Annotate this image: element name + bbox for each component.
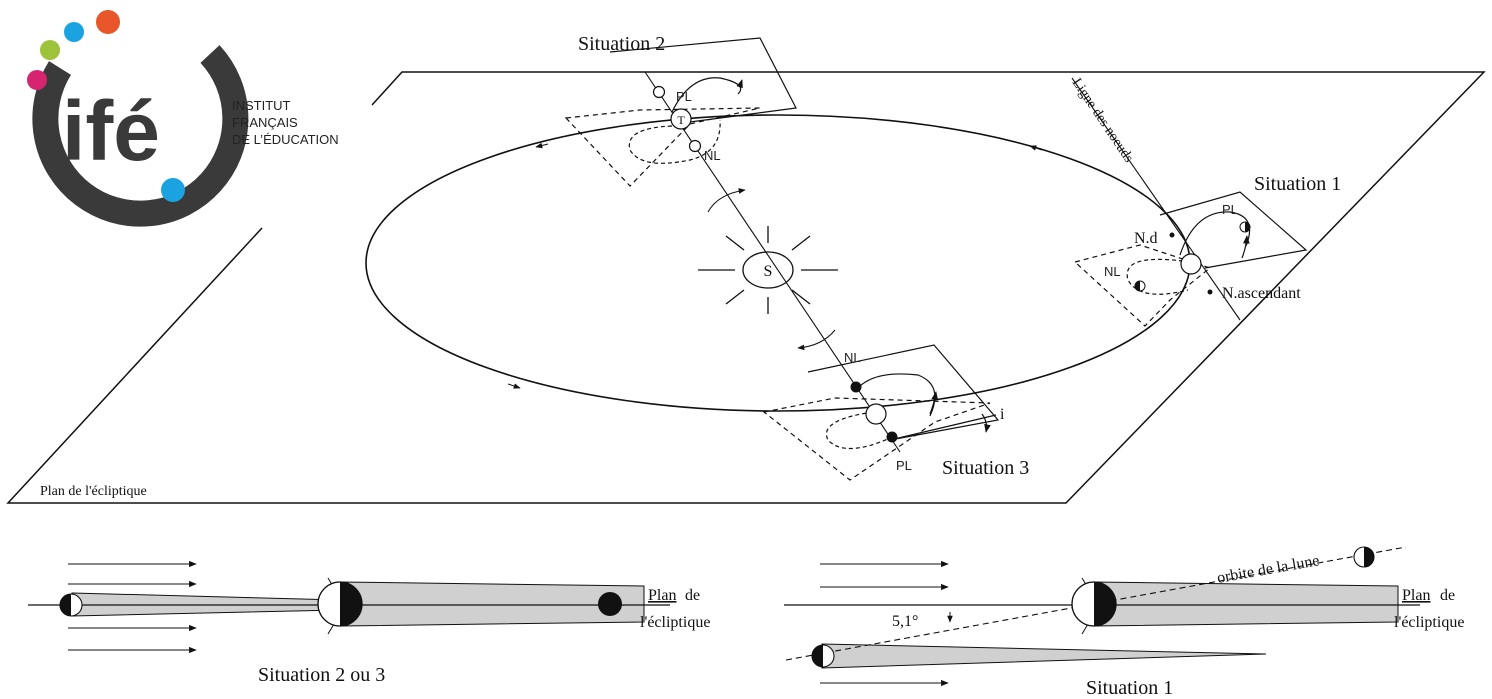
situation-1-pl: PL bbox=[1222, 202, 1238, 217]
logo-dot-green bbox=[40, 40, 60, 60]
situation-1-title: Situation 1 bbox=[1254, 173, 1341, 195]
rotation-arrow-bottom bbox=[797, 329, 836, 351]
situation-3-moon-pl bbox=[886, 431, 898, 443]
nodes-line-s1 bbox=[1071, 77, 1241, 321]
bottom-right-ecliptique: l'écliptique bbox=[1394, 614, 1464, 631]
logo-line1: INSTITUT bbox=[232, 98, 291, 113]
bottom-right-scheme bbox=[784, 546, 1420, 687]
bottom-left-plan: Plan bbox=[648, 587, 676, 604]
situation-3-pl: PL bbox=[896, 458, 912, 473]
bottom-right-de: de bbox=[1440, 587, 1455, 604]
orbit-arrow-1 bbox=[1029, 145, 1043, 151]
logo-dot-blue-bottom bbox=[161, 178, 185, 202]
situation-1-moon-pl bbox=[1245, 222, 1250, 232]
situation-1-moon-pl-outline bbox=[1239, 221, 1251, 233]
bottom-right-angle: 5,1° bbox=[892, 613, 918, 630]
situation-2-nl: NL bbox=[704, 148, 721, 163]
ecliptic-plane bbox=[6, 71, 1486, 504]
nodes-line-label: Ligne des noeuds bbox=[1069, 76, 1136, 166]
logo-line2: FRANÇAIS bbox=[232, 115, 298, 130]
bottom-right-orbit-label: orbite de la lune bbox=[1216, 552, 1321, 587]
bottom-left-de: de bbox=[685, 587, 700, 604]
situation-3-angle: i bbox=[1000, 406, 1005, 423]
bottom-left-title: Situation 2 ou 3 bbox=[258, 664, 385, 686]
bottom-left-scheme bbox=[28, 560, 670, 654]
orbit-arrow-2 bbox=[535, 142, 549, 149]
situation-3-moon-nl bbox=[850, 381, 862, 393]
bottom-left-ecliptique: l'écliptique bbox=[640, 614, 710, 631]
situation-2 bbox=[564, 37, 797, 187]
bottom-right-title: Situation 1 bbox=[1086, 677, 1173, 699]
situation-1-node-a bbox=[1207, 289, 1213, 295]
logo-ring bbox=[32, 45, 249, 227]
situation-1-nl: NL bbox=[1104, 264, 1121, 279]
situation-2-pl: PL bbox=[676, 89, 692, 104]
ife-logo: ifé INSTITUT FRANÇAIS DE L’ÉDUCATION bbox=[27, 10, 339, 227]
logo-line3: DE L’ÉDUCATION bbox=[232, 132, 339, 147]
situation-1-node-d bbox=[1169, 232, 1175, 238]
situation-1 bbox=[1073, 191, 1308, 327]
situation-2-title: Situation 2 bbox=[578, 33, 665, 55]
plane-label: Plan de l'écliptique bbox=[40, 484, 147, 499]
situation-3-nl: NL bbox=[844, 350, 861, 365]
logo-dot-orange bbox=[96, 10, 120, 34]
logo-dot-magenta bbox=[27, 70, 47, 90]
situation-1-moon-nl bbox=[1135, 281, 1140, 291]
situation-2-earth: T bbox=[677, 113, 685, 127]
situation-1-nd: N.d bbox=[1134, 230, 1158, 247]
situation-3 bbox=[762, 344, 1000, 481]
rotation-arrow-top bbox=[707, 188, 746, 213]
situation-3-title: Situation 3 bbox=[942, 457, 1029, 479]
situation-1-moon-nl-outline bbox=[1134, 280, 1146, 292]
orbit-arrow-3 bbox=[507, 383, 521, 389]
sun-label: S bbox=[764, 263, 773, 280]
logo-dot-blue bbox=[64, 22, 84, 42]
logo-wordmark: ifé bbox=[62, 84, 160, 178]
bottom-right-plan: Plan bbox=[1402, 587, 1430, 604]
situation-1-na: N.ascendant bbox=[1222, 285, 1301, 302]
sun bbox=[698, 226, 838, 314]
